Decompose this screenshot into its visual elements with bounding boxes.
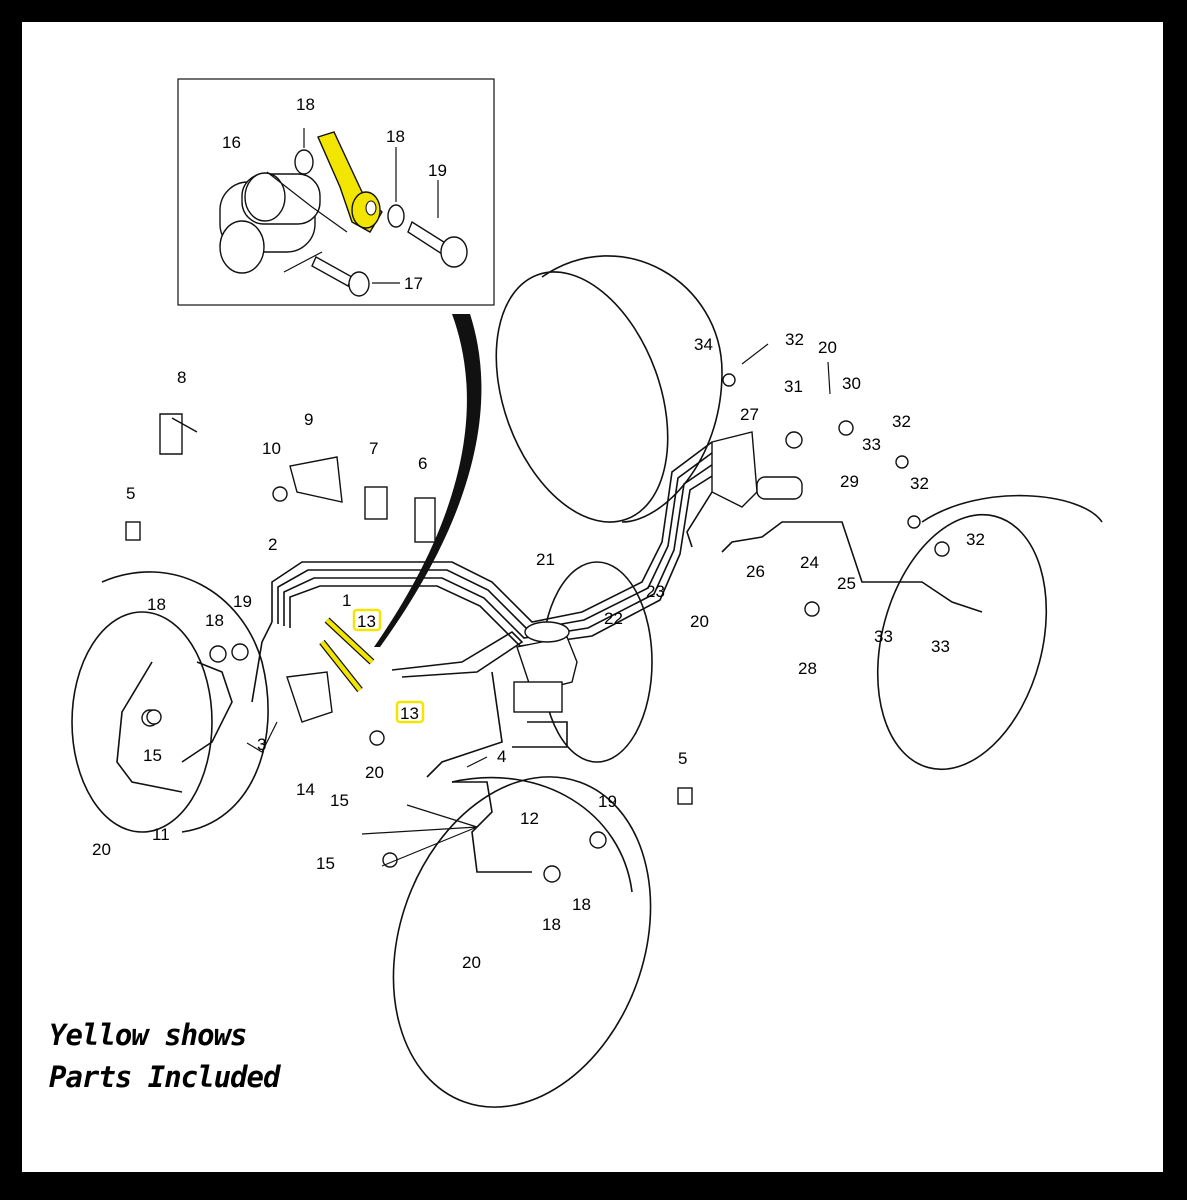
callout-label: 13	[400, 704, 419, 723]
callout-label: 15	[143, 746, 162, 765]
callout-label: 5	[678, 749, 687, 768]
legend-note-line2: Parts Included	[49, 1060, 280, 1094]
banjo-fitting-highlighted	[317, 131, 383, 233]
callout-label: 17	[404, 274, 423, 293]
callout-label: 29	[840, 472, 859, 491]
callout-label: 1	[342, 591, 351, 610]
callout-label: 11	[152, 825, 170, 844]
callout-label: 7	[369, 439, 378, 458]
callout-label: 22	[604, 609, 623, 628]
callout-label: 18	[205, 611, 224, 630]
caliper	[219, 171, 348, 274]
callout-label: 33	[862, 435, 881, 454]
callout-label: 28	[798, 659, 817, 678]
callout-label: 32	[785, 330, 804, 349]
callout-label: 20	[462, 953, 481, 972]
callout-label: 27	[740, 405, 759, 424]
callout-label: 31	[784, 377, 803, 396]
callout-label: 34	[694, 335, 713, 354]
callout-label: 12	[520, 809, 539, 828]
callout-label: 30	[842, 374, 861, 393]
callout-label: 5	[126, 484, 135, 503]
front-left-wheel	[71, 571, 269, 833]
callout-label: 23	[646, 582, 665, 601]
callout-label: 33	[931, 637, 950, 656]
callout-label: 32	[892, 412, 911, 431]
callout-label: 6	[418, 454, 427, 473]
rear-right-wheel	[495, 255, 723, 763]
callout-label: 20	[818, 338, 837, 357]
callout-label: 10	[262, 439, 281, 458]
front-right-wheel	[392, 776, 652, 1108]
callout-label: 19	[233, 592, 252, 611]
callout-label: 18	[386, 127, 405, 146]
brake-hose-highlighted	[319, 608, 425, 724]
union-bolt	[407, 220, 468, 268]
leader-lines	[246, 343, 831, 867]
callout-label: 32	[910, 474, 929, 493]
washer	[294, 149, 314, 175]
callout-label: 9	[304, 410, 313, 429]
washer	[387, 204, 405, 228]
callout-label: 19	[428, 161, 447, 180]
callout-label: 18	[572, 895, 591, 914]
callout-label: 2	[268, 535, 277, 554]
rear-left-wheel	[876, 494, 1103, 771]
callout-label: 32	[966, 530, 985, 549]
callout-label: 16	[222, 133, 241, 152]
callout-label: 20	[365, 763, 384, 782]
brake-line-diagram: 18 16 18 19 17 34 32 20 31 30 27 32 33 2…	[71, 78, 1103, 1108]
callout-label: 15	[316, 854, 335, 873]
callout-label: 20	[690, 612, 709, 631]
callout-label: 8	[177, 368, 186, 387]
callout-label: 4	[497, 747, 506, 766]
callout-labels: 18 16 18 19 17 34 32 20 31 30 27 32 33 2…	[92, 95, 985, 972]
detail-pointer	[374, 314, 482, 647]
callout-label: 18	[147, 595, 166, 614]
callout-label: 33	[874, 627, 893, 646]
small-parts	[125, 373, 950, 883]
callout-label: 14	[296, 780, 315, 799]
proportioning-valve	[711, 431, 803, 508]
callout-label: 26	[746, 562, 765, 581]
callout-label: 21	[536, 550, 555, 569]
callout-label: 24	[800, 553, 819, 572]
diagram-frame: 18 16 18 19 17 34 32 20 31 30 27 32 33 2…	[22, 22, 1163, 1172]
callout-label: 18	[296, 95, 315, 114]
legend-note-line1: Yellow shows	[49, 1018, 248, 1052]
callout-label: 18	[542, 915, 561, 934]
detail-inset	[177, 78, 495, 306]
callout-label: 20	[92, 840, 111, 859]
callout-label: 25	[837, 574, 856, 593]
callout-label: 19	[598, 792, 617, 811]
callout-label: 15	[330, 791, 349, 810]
mounting-bolt	[311, 256, 400, 297]
master-cylinder	[513, 621, 578, 713]
callout-label: 13	[357, 612, 376, 631]
callout-label: 3	[257, 735, 266, 754]
